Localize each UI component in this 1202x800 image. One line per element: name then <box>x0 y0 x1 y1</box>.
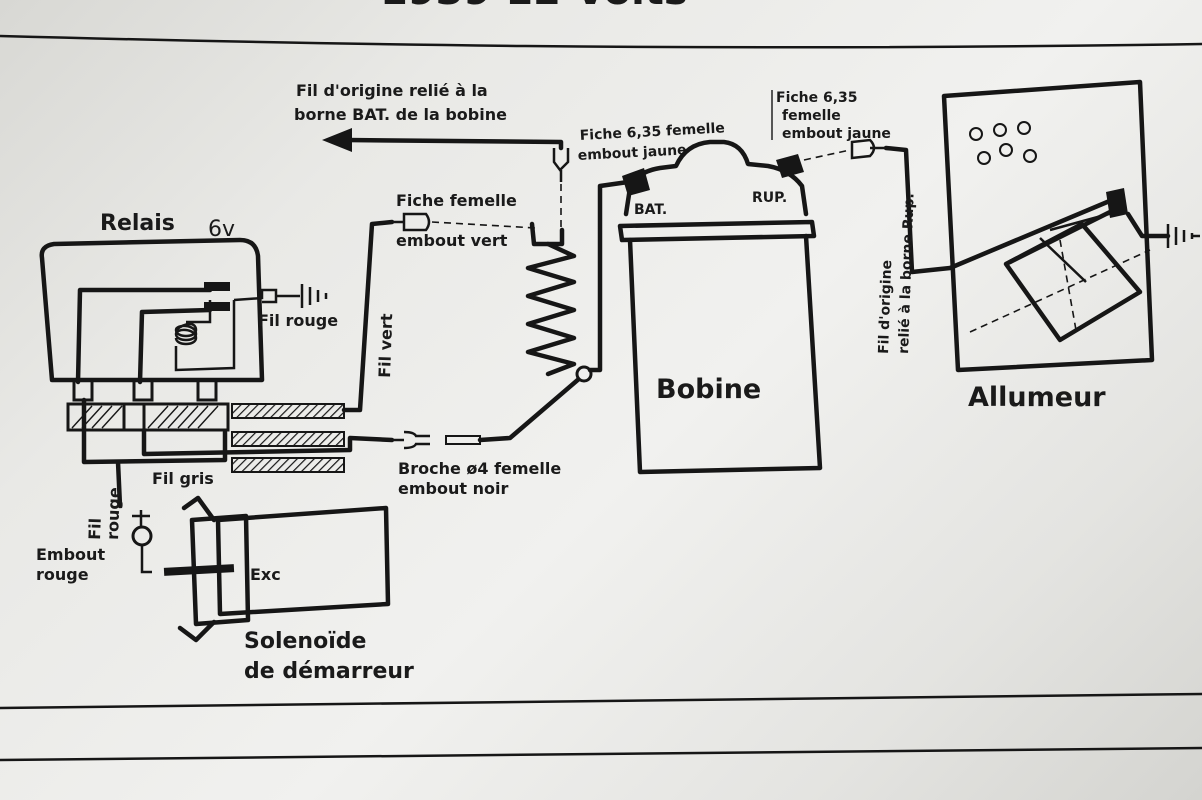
broche-pin <box>445 435 481 445</box>
relais-terminal-3 <box>196 378 218 402</box>
fiche-635-right-dashed <box>803 149 851 161</box>
bobine-terminal-bat-icon <box>622 168 650 196</box>
label-fiche-femelle-vert-2: embout vert <box>396 231 508 250</box>
resistor-top-bracket <box>529 221 565 247</box>
label-fil-rouge-side-1: Fil <box>85 518 105 541</box>
label-solenoide-2: de démarreur <box>244 659 414 684</box>
label-fil-origine-bat-1: Fil d'origine relié à la <box>296 81 488 100</box>
ground-icon-relais <box>276 284 328 308</box>
broche-connector-icon <box>392 430 430 450</box>
label-fiche-635-left-1: Fiche 6,35 femelle <box>579 120 725 144</box>
label-fiche-635-right-1: Fiche 6,35 <box>776 90 858 106</box>
label-broche-1: Broche ø4 femelle <box>398 459 561 478</box>
relais-coil-icon <box>174 300 236 372</box>
wire-rup-to-allumeur <box>883 145 1115 275</box>
label-fil-rouge-side-2: rouge <box>103 487 124 540</box>
allumeur <box>941 79 1155 373</box>
solenoide-end-plate <box>189 513 251 627</box>
label-exc: Exc <box>250 565 281 584</box>
arrow-left-icon <box>322 128 352 152</box>
wire-bat-original <box>343 137 564 151</box>
fiche-635-right-connector <box>850 138 886 160</box>
relais-inner-frame <box>75 287 213 385</box>
solenoide <box>163 495 391 643</box>
allumeur-contact-icon <box>1106 188 1128 218</box>
bobine-body <box>627 233 823 475</box>
label-fiche-635-left-2: embout jaune <box>577 142 687 164</box>
frame-lower-line <box>0 746 1202 762</box>
relais-housing <box>39 237 265 383</box>
bobine-terminal-bat-label: BAT. <box>634 202 667 218</box>
label-fiche-635-right-2: femelle <box>782 108 841 124</box>
allumeur-plate <box>1003 221 1143 343</box>
bobine-label: Bobine <box>656 374 761 405</box>
label-fiche-635-right-3: embout jaune <box>782 126 891 142</box>
allumeur-label: Allumeur <box>968 382 1106 413</box>
label-fil-gris: Fil gris <box>152 469 214 488</box>
allumeur-holes <box>969 121 1037 165</box>
page-title-fragment: 1939 12 Volts <box>380 0 688 14</box>
label-fil-origine-rup-2: relié à la borne Rup. <box>896 193 918 354</box>
bobine-terminal-rup-label: RUP. <box>752 190 787 206</box>
relais-contact-2 <box>204 302 230 311</box>
embout-rouge-ring <box>131 525 153 547</box>
bobine-terminal-rup-icon <box>776 154 804 178</box>
relais-voltage: 6v <box>208 217 235 242</box>
frame-top-line <box>0 34 1202 49</box>
label-fil-rouge-top: Fil rouge <box>258 311 338 330</box>
label-embout-rouge-2: rouge <box>36 565 89 584</box>
resistor-junction <box>575 365 593 383</box>
relais-inner-frame-2 <box>137 307 213 385</box>
bobine <box>617 139 823 475</box>
relais-terminal-2 <box>132 378 154 402</box>
cable-bundle <box>231 403 345 473</box>
fiche-vert-dashed-link <box>431 221 537 229</box>
solenoide-bottom-flange <box>177 619 217 643</box>
allumeur-axis-dash-2 <box>1059 239 1077 331</box>
wire-relais-fil-rouge <box>115 459 123 509</box>
relais-contact-1 <box>204 282 230 291</box>
relais-label: Relais <box>100 211 175 236</box>
label-fil-vert: Fil vert <box>375 313 396 378</box>
relais-base-plate <box>66 402 230 432</box>
wire-broche-to-resistor <box>477 375 583 443</box>
label-fil-origine-bat-2: borne BAT. de la bobine <box>294 105 507 124</box>
label-embout-rouge-1: Embout <box>36 545 105 564</box>
bobine-band <box>617 219 817 243</box>
label-fiche-femelle-vert-1: Fiche femelle <box>396 191 517 210</box>
ground-icon-allumeur <box>1166 224 1200 248</box>
relais: Relais 6v <box>39 211 265 432</box>
solenoide-exc-terminal <box>163 564 235 576</box>
fiche-vert-connector-icon <box>392 212 431 232</box>
embout-rouge-connector <box>132 510 150 526</box>
wire-resistor-to-bat <box>587 179 631 373</box>
frame-bottom-line <box>0 692 1202 710</box>
label-solenoide-1: Solenoïde <box>244 629 366 654</box>
solenoide-top-flange <box>181 495 217 523</box>
wire-fil-gris <box>141 427 395 457</box>
label-broche-2: embout noir <box>398 479 508 498</box>
label-fil-origine-rup-1: Fil d'origine <box>876 260 895 354</box>
resistor-zigzag <box>525 241 577 377</box>
allumeur-ground-wire <box>1125 211 1171 239</box>
allumeur-axis-dash <box>969 249 1151 333</box>
allumeur-arm-2 <box>1039 210 1117 283</box>
wire-fil-vert <box>341 219 395 413</box>
allumeur-frame <box>941 79 1155 373</box>
wire-relais-left-down <box>81 397 228 465</box>
embout-rouge-lead <box>140 546 152 574</box>
solenoide-body <box>215 505 391 617</box>
relais-ground-wire <box>233 288 278 304</box>
fiche-635-left-connector <box>552 148 570 182</box>
